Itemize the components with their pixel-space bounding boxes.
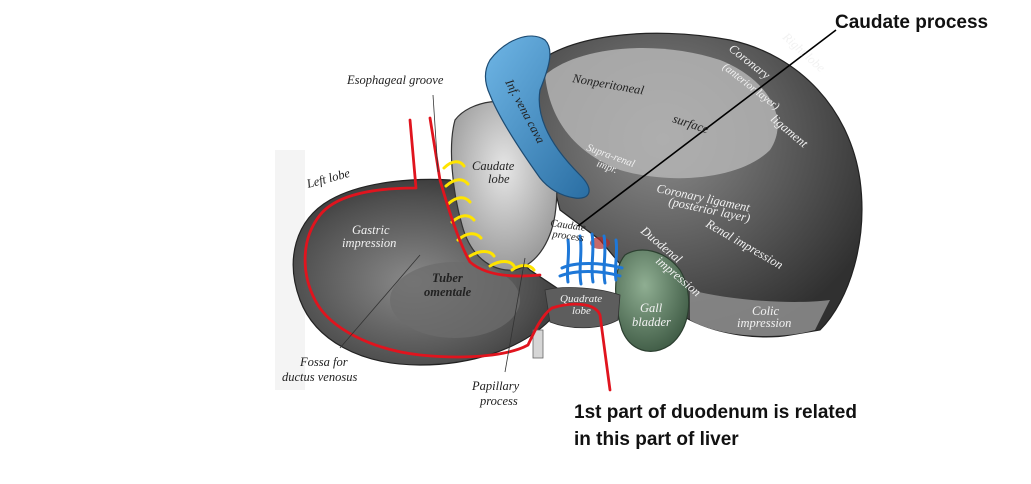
label-caudate-process-small-1: Caudate bbox=[550, 218, 587, 234]
caudate-process-blue-marks bbox=[558, 232, 624, 286]
label-fossa-1: Fossa for bbox=[299, 355, 348, 369]
label-gall-bladder-1: Gall bbox=[640, 301, 663, 315]
label-gastric-impression-1: Gastric bbox=[352, 223, 390, 237]
label-caudate-lobe-1: Caudate bbox=[472, 159, 515, 173]
label-papillary-1: Papillary bbox=[471, 379, 520, 393]
colic-impression-area bbox=[690, 290, 830, 336]
red-outline-gastric-impression bbox=[303, 116, 612, 392]
label-tuber-omentale-1: Tuber bbox=[432, 271, 463, 285]
label-gastric-impression-2: impression bbox=[342, 236, 396, 250]
pointer-lines bbox=[339, 94, 526, 373]
duodenum-callout-line1: 1st part of duodenum is related bbox=[574, 402, 857, 423]
label-colic-impression-2: impression bbox=[737, 316, 791, 330]
label-quadrate-lobe-1: Quadrate bbox=[560, 293, 602, 305]
label-left-lobe: Left lobe bbox=[304, 166, 352, 191]
duodenum-callout-line2: in this part of liver bbox=[574, 429, 739, 450]
nonperitoneal-area bbox=[545, 48, 778, 179]
label-caudate-process-small-2: process bbox=[551, 229, 585, 244]
round-ligament bbox=[532, 329, 544, 359]
label-tuber-omentale-2: omentale bbox=[424, 285, 472, 299]
caudate-process-callout: Caudate process bbox=[835, 12, 989, 33]
tuber-omentale-area bbox=[390, 262, 520, 338]
label-colic-impression-1: Colic bbox=[752, 304, 780, 318]
label-papillary-2: process bbox=[479, 394, 518, 408]
inferior-vena-cava-shape bbox=[484, 35, 590, 199]
caudate-lobe-yellow-marks bbox=[442, 160, 536, 272]
caudate-process-callout-line bbox=[577, 29, 837, 227]
label-caudate-lobe-2: lobe bbox=[488, 172, 510, 186]
label-fossa-2: ductus venosus bbox=[282, 370, 357, 384]
label-quadrate-lobe-2: lobe bbox=[572, 305, 591, 317]
label-gall-bladder-2: bladder bbox=[632, 315, 671, 329]
label-esophageal-groove: Esophageal groove bbox=[346, 73, 444, 87]
